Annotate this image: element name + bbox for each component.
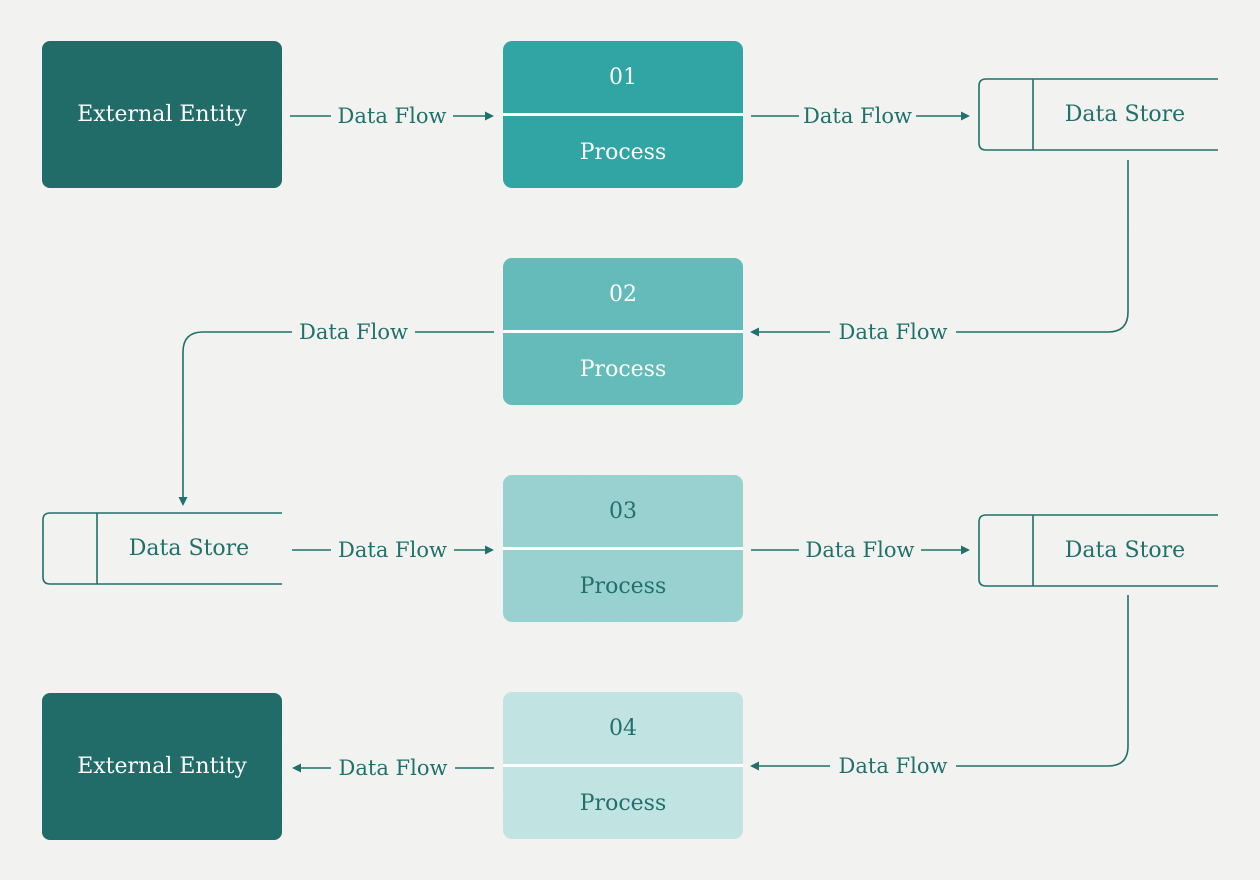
data-store-label: Data Store xyxy=(128,535,250,561)
process-label: Process xyxy=(579,356,667,382)
external-entity-label: External Entity xyxy=(77,102,247,127)
process-01: 01 Process xyxy=(503,41,743,188)
process-label: Process xyxy=(579,573,667,599)
external-entity-label: External Entity xyxy=(77,754,247,779)
process-divider xyxy=(503,330,743,333)
process-04: 04 Process xyxy=(503,692,743,839)
data-flow-label: Data Flow xyxy=(838,754,948,778)
data-store-3: Data Store xyxy=(978,514,1218,587)
data-flow-label: Data Flow xyxy=(338,756,448,780)
data-flow-label: Data Flow xyxy=(805,538,915,562)
data-flow-label: Data Flow xyxy=(299,320,408,344)
data-flow-label: Data Flow xyxy=(338,538,447,562)
external-entity-top: External Entity xyxy=(42,41,282,188)
process-02: 02 Process xyxy=(503,258,743,405)
data-flow-label: Data Flow xyxy=(337,104,447,128)
process-label: Process xyxy=(579,139,667,165)
process-label: Process xyxy=(579,790,667,816)
data-flow-label: Data Flow xyxy=(803,104,912,128)
data-store-label: Data Store xyxy=(1064,101,1186,127)
data-store-2: Data Store xyxy=(42,512,282,585)
process-03: 03 Process xyxy=(503,475,743,622)
process-number: 01 xyxy=(609,64,637,90)
process-divider xyxy=(503,113,743,116)
data-store-label: Data Store xyxy=(1064,537,1186,563)
data-store-1: Data Store xyxy=(978,78,1218,151)
process-number: 03 xyxy=(609,498,637,524)
external-entity-bottom: External Entity xyxy=(42,693,282,840)
process-number: 02 xyxy=(609,281,637,307)
process-divider xyxy=(503,547,743,550)
process-divider xyxy=(503,764,743,767)
data-flow-label: Data Flow xyxy=(838,320,948,344)
process-number: 04 xyxy=(609,715,637,741)
